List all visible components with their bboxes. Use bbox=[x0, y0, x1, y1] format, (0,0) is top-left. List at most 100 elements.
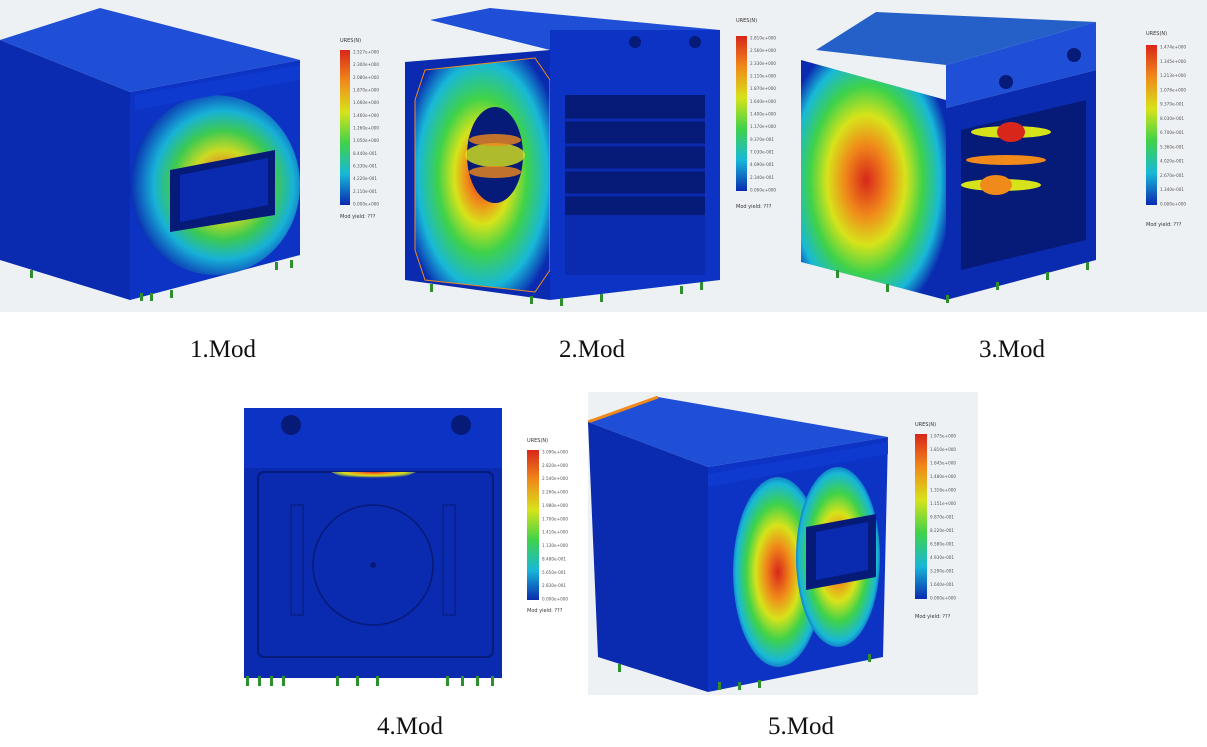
legend-tick-label: 2.300e+000 bbox=[353, 62, 379, 67]
legend-tick-label: 2.810e+000 bbox=[750, 36, 776, 41]
legend-tick-label: 1.975e+000 bbox=[930, 434, 956, 439]
caption-mod2: 2.Mod bbox=[559, 336, 625, 363]
legend-tick-label: 1.700e+000 bbox=[542, 516, 568, 521]
color-legend: URES(N) 2.810e+000 2.560e+000 2.330e+000 2.… bbox=[736, 18, 776, 210]
legend-tick-label: 8.220e-001 bbox=[930, 528, 954, 533]
legend-tick-label: 0.000e+000 bbox=[750, 188, 776, 193]
legend-footer: Mod yield: ??? bbox=[1146, 222, 1182, 228]
legend-title: URES(N) bbox=[527, 438, 548, 444]
legend-title: URES(N) bbox=[915, 422, 936, 428]
fixture-markers bbox=[30, 260, 293, 301]
legend-tick-label: 1.870e+000 bbox=[750, 86, 776, 91]
legend-title: URES(N) bbox=[736, 18, 757, 24]
color-legend: URES(N) 1.474e+0001.345e+0001.213e+0001.… bbox=[1146, 31, 1186, 228]
legend-tick-label: 2.260e+000 bbox=[542, 490, 568, 495]
side-face bbox=[588, 422, 708, 692]
caption-mod4: 4.Mod bbox=[377, 713, 443, 740]
legend-ticks: 2.810e+0002.560e+0002.330e+0002.110e+000… bbox=[750, 36, 776, 193]
legend-tick-label: 4.220e-001 bbox=[353, 176, 377, 181]
legend-tick-label: 1.345e+000 bbox=[1160, 59, 1186, 64]
legend-tick-label: 6.330e-001 bbox=[353, 164, 377, 169]
legend-tick-label: 7.030e-001 bbox=[750, 150, 774, 155]
caption-mod5: 5.Mod bbox=[768, 713, 834, 740]
color-legend: URES(N) 1.975e+0001.810e+0001.645e+0001.… bbox=[915, 422, 956, 620]
legend-tick-label: 6.580e-001 bbox=[930, 542, 954, 547]
legend-tick-label: 2.330e+000 bbox=[750, 61, 776, 66]
legend-tick-label: 1.151e+000 bbox=[930, 501, 956, 506]
legend-tick-label: 8.480e-001 bbox=[542, 556, 566, 561]
legend-tick-label: 0.000e+000 bbox=[542, 597, 568, 602]
legend-tick-label: 3.090e+000 bbox=[542, 450, 568, 455]
legend-tick-label: 5.650e-001 bbox=[542, 570, 566, 575]
legend-tick-label: 2.527e+000 bbox=[353, 50, 379, 55]
fixture-markers bbox=[430, 282, 703, 306]
legend-tick-label: 1.810e+000 bbox=[930, 447, 956, 452]
legend-tick-label: 2.560e+000 bbox=[750, 48, 776, 53]
legend-tick-label: 1.170e+000 bbox=[750, 124, 776, 129]
mod4-render: URES(N) 3.090e+000 2.820e+000 2.540e+000 2.… bbox=[236, 400, 588, 695]
legend-tick-label: 1.640e-001 bbox=[930, 582, 954, 587]
legend-tick-label: 6.700e-001 bbox=[1160, 130, 1184, 135]
legend-tick-label: 8.030e-001 bbox=[1160, 116, 1184, 121]
legend-footer: Mod yield: ??? bbox=[915, 614, 951, 620]
legend-tick-label: 1.480e+000 bbox=[930, 474, 956, 479]
panel-mod2: URES(N) 2.810e+000 2.560e+000 2.330e+000 2.… bbox=[400, 0, 796, 312]
legend-tick-label: 1.130e+000 bbox=[542, 543, 568, 548]
legend-tick-label: 2.080e+000 bbox=[353, 75, 379, 80]
fixture-markers bbox=[836, 262, 1089, 303]
legend-tick-label: 9.370e-001 bbox=[1160, 102, 1184, 107]
caption-mod1: 1.Mod bbox=[190, 336, 256, 363]
legend-tick-label: 1.640e+000 bbox=[750, 99, 776, 104]
legend-tick-label: 2.540e+000 bbox=[542, 476, 568, 481]
mod3-render: URES(N) 1.474e+0001.345e+0001.213e+0001.… bbox=[796, 0, 1207, 312]
color-legend: URES(N) 2.527e+0002.300e+0002.080e+0001.… bbox=[340, 38, 379, 220]
legend-ticks: 1.975e+000 1.810e+000 1.645e+000 1.480e+000… bbox=[930, 434, 956, 601]
fixture-markers bbox=[246, 676, 494, 686]
legend-tick-label: 9.370e-001 bbox=[750, 137, 774, 142]
legend-tick-label: 2.830e-001 bbox=[542, 583, 566, 588]
fixture-markers bbox=[618, 654, 871, 690]
legend-ticks: 3.090e+000 2.820e+000 2.540e+000 2.260e+000… bbox=[542, 450, 568, 602]
legend-tick-label: 1.213e+000 bbox=[1160, 73, 1186, 78]
legend-tick-label: 1.400e+000 bbox=[750, 112, 776, 117]
legend-tick-label: 9.870e-001 bbox=[930, 515, 954, 520]
legend-tick-label: 1.474e+000 bbox=[1160, 45, 1186, 50]
legend-tick-label: 3.290e-001 bbox=[930, 569, 954, 574]
legend-tick-label: 1.660e+000 bbox=[353, 100, 379, 105]
legend-tick-label: 2.820e+000 bbox=[542, 463, 568, 468]
top-face bbox=[0, 8, 300, 92]
legend-tick-label: 1.260e+000 bbox=[353, 126, 379, 131]
legend-tick-label: 1.050e+000 bbox=[353, 138, 379, 143]
legend-tick-label: 0.000e+000 bbox=[1160, 202, 1186, 207]
legend-tick-label: 5.360e-001 bbox=[1160, 144, 1184, 149]
legend-footer: Mod yield: ??? bbox=[340, 214, 376, 220]
rack-lines bbox=[565, 118, 705, 197]
mod5-render: URES(N) 1.975e+0001.810e+0001.645e+0001.… bbox=[588, 392, 978, 695]
color-legend: URES(N) 3.090e+000 2.820e+000 2.540e+000 2.… bbox=[527, 438, 568, 614]
mod1-render: URES(N) 2.527e+0002.300e+0002.080e+0001.… bbox=[0, 0, 400, 312]
legend-footer: Mod yield: ??? bbox=[736, 204, 772, 210]
legend-tick-label: 1.460e+000 bbox=[353, 113, 379, 118]
legend-tick-label: 1.645e+000 bbox=[930, 461, 956, 466]
legend-tick-label: 2.340e-001 bbox=[750, 175, 774, 180]
legend-tick-label: 1.410e+000 bbox=[542, 530, 568, 535]
panel-mod4: URES(N) 3.090e+000 2.820e+000 2.540e+000 2.… bbox=[236, 400, 588, 695]
legend-ticks: 1.474e+000 1.345e+000 1.213e+000 1.076e+000… bbox=[1160, 45, 1186, 207]
legend-tick-label: 4.020e-001 bbox=[1160, 159, 1184, 164]
rack-stress bbox=[961, 122, 1051, 195]
legend-footer: Mod yield: ??? bbox=[527, 608, 563, 614]
side-face bbox=[0, 40, 130, 300]
legend-tick-label: 8.440e-001 bbox=[353, 151, 377, 156]
legend-tick-label: 1.316e+000 bbox=[930, 488, 956, 493]
legend-tick-label: 4.690e-001 bbox=[750, 162, 774, 167]
legend-tick-label: 1.076e+000 bbox=[1160, 87, 1186, 92]
caption-mod3: 3.Mod bbox=[979, 336, 1045, 363]
stress-hotspot bbox=[331, 472, 416, 482]
legend-tick-label: 0.000e+000 bbox=[930, 596, 956, 601]
legend-tick-label: 1.870e+000 bbox=[353, 88, 379, 93]
legend-title: URES(N) bbox=[1146, 31, 1167, 37]
legend-tick-label: 2.670e-001 bbox=[1160, 173, 1184, 178]
